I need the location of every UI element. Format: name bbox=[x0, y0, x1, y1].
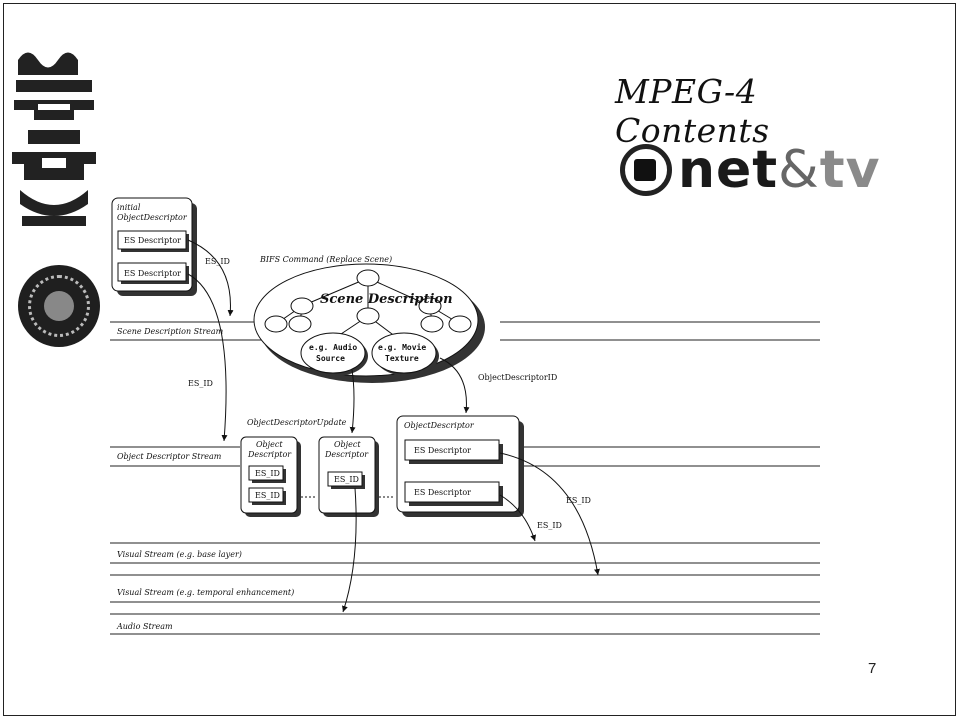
es-id-label-1: ES_ID bbox=[205, 257, 230, 266]
seal-core bbox=[44, 291, 74, 321]
object-descriptor-1: Object Descriptor ES_ID ES_ID bbox=[240, 436, 301, 517]
svg-text:Object: Object bbox=[256, 440, 283, 449]
seal-ring bbox=[28, 275, 90, 337]
bifs-command-label: BIFS Command (Replace Scene) bbox=[259, 255, 392, 264]
od-id-label: ObjectDescriptorID bbox=[478, 373, 557, 382]
slide-frame bbox=[3, 3, 956, 716]
od-update-label: ObjectDescriptorUpdate bbox=[247, 418, 347, 427]
slide-title: MPEG-4 Contents bbox=[615, 72, 770, 150]
svg-text:ES Descriptor: ES Descriptor bbox=[124, 269, 181, 278]
svg-text:ES Descriptor: ES Descriptor bbox=[414, 446, 471, 455]
svg-text:Texture: Texture bbox=[385, 354, 419, 363]
scene-description-label: Scene Description bbox=[320, 292, 453, 307]
svg-text:Source: Source bbox=[316, 354, 345, 363]
svg-text:ES_ID: ES_ID bbox=[255, 469, 280, 478]
svg-text:ObjectDescriptor: ObjectDescriptor bbox=[404, 421, 475, 430]
svg-text:initial: initial bbox=[117, 203, 141, 212]
svg-text:Object: Object bbox=[334, 440, 361, 449]
od-stream-label: Object Descriptor Stream bbox=[117, 452, 222, 461]
decorative-pattern bbox=[12, 52, 96, 226]
page-number: 7 bbox=[868, 660, 877, 677]
svg-text:Descriptor: Descriptor bbox=[247, 450, 292, 459]
stream-lines bbox=[110, 321, 820, 635]
logo-mark-icon bbox=[620, 144, 672, 196]
svg-text:ObjectDescriptor: ObjectDescriptor bbox=[117, 213, 188, 222]
es-id-label-4: ES_ID bbox=[537, 521, 562, 530]
es-id-label-3: ES_ID bbox=[566, 496, 591, 505]
visual-base-stream-label: Visual Stream (e.g. base layer) bbox=[117, 550, 242, 559]
scene-description: Scene Description e.g. Audio Source e.g.… bbox=[253, 263, 485, 383]
svg-text:ES_ID: ES_ID bbox=[255, 491, 280, 500]
net-and-tv-logo: net&tv bbox=[620, 140, 920, 202]
logo-text: net&tv bbox=[678, 140, 881, 200]
es-id-label-2: ES_ID bbox=[188, 379, 213, 388]
movie-node-label: e.g. Movie bbox=[378, 342, 426, 352]
svg-text:ES Descriptor: ES Descriptor bbox=[124, 236, 181, 245]
university-seal bbox=[18, 265, 100, 347]
object-descriptor-big: ObjectDescriptor ES Descriptor ES Descri… bbox=[396, 415, 524, 517]
scene-stream-label: Scene Description Stream bbox=[117, 327, 224, 336]
initial-object-descriptor: initial ObjectDescriptor ES Descriptor E… bbox=[111, 197, 197, 296]
object-descriptor-2: Object Descriptor ES_ID bbox=[318, 436, 379, 517]
audio-node-label: e.g. Audio bbox=[309, 342, 357, 352]
svg-text:ES_ID: ES_ID bbox=[334, 475, 359, 484]
audio-stream-label: Audio Stream bbox=[116, 622, 173, 631]
visual-enh-stream-label: Visual Stream (e.g. temporal enhancement… bbox=[117, 588, 294, 597]
svg-text:ES Descriptor: ES Descriptor bbox=[414, 488, 471, 497]
svg-text:Descriptor: Descriptor bbox=[324, 450, 369, 459]
